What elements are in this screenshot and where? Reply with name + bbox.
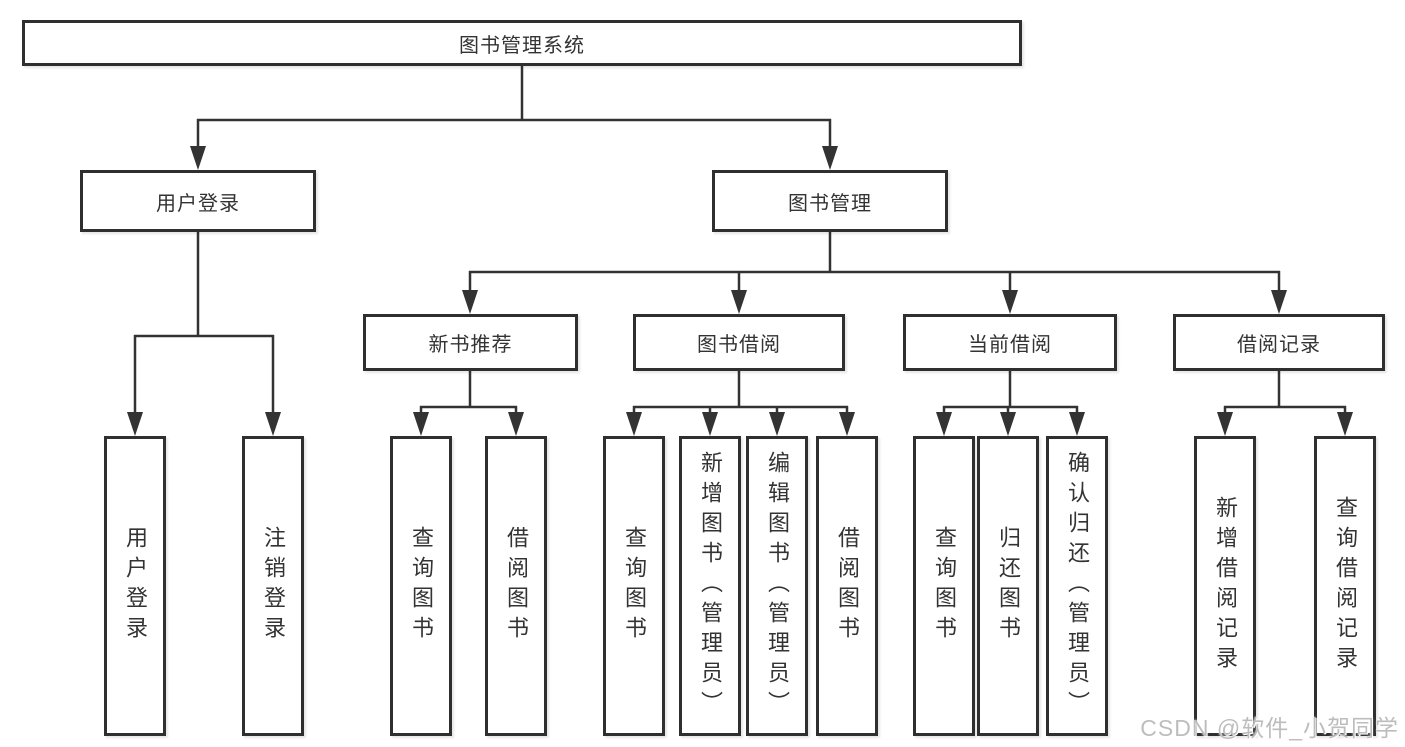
connector-root-to-level2 bbox=[190, 66, 838, 170]
leaf-query-books-2-label: 查询图书 bbox=[622, 526, 647, 646]
node-current-borrow: 当前借阅 bbox=[903, 314, 1117, 371]
arrowhead bbox=[1000, 412, 1016, 436]
node-user-login-label: 用户登录 bbox=[156, 192, 240, 215]
arrowhead bbox=[1002, 290, 1018, 314]
arrowhead bbox=[626, 412, 642, 436]
node-borrow-records-label: 借阅记录 bbox=[1237, 334, 1321, 356]
node-current-borrow-label: 当前借阅 bbox=[968, 334, 1052, 356]
leaf-query-books-3-label: 查询图书 bbox=[932, 526, 957, 646]
connector-newbooks-to-leaves bbox=[413, 370, 524, 436]
node-book-mgmt-label: 图书管理 bbox=[788, 192, 872, 215]
arrowhead bbox=[1069, 412, 1085, 436]
node-book-mgmt: 图书管理 bbox=[712, 170, 948, 232]
leaf-user-login-label: 用户登录 bbox=[123, 526, 148, 646]
leaf-add-books-admin-label: 新增图书（管理员） bbox=[698, 451, 723, 721]
connector-bookmgmt-to-level3 bbox=[462, 231, 1287, 314]
leaf-edit-books-admin-label: 编辑图书（管理员） bbox=[765, 451, 790, 721]
node-book-borrow: 图书借阅 bbox=[633, 314, 845, 371]
arrowhead bbox=[413, 412, 429, 436]
node-book-borrow-label: 图书借阅 bbox=[697, 334, 781, 356]
leaf-return-books-label: 归还图书 bbox=[996, 526, 1021, 646]
leaf-user-login: 用户登录 bbox=[104, 436, 166, 736]
leaf-query-books-3: 查询图书 bbox=[913, 436, 975, 736]
arrowhead bbox=[190, 146, 206, 170]
node-user-login: 用户登录 bbox=[80, 170, 316, 232]
arrowhead bbox=[702, 412, 718, 436]
leaf-borrow-books-1: 借阅图书 bbox=[485, 436, 547, 736]
arrowhead bbox=[822, 146, 838, 170]
leaf-return-books: 归还图书 bbox=[977, 436, 1039, 736]
arrowhead bbox=[1217, 412, 1233, 436]
arrowhead bbox=[462, 290, 478, 314]
node-new-books: 新书推荐 bbox=[363, 314, 578, 371]
arrowhead bbox=[508, 412, 524, 436]
leaf-logout: 注销登录 bbox=[242, 436, 304, 736]
leaf-borrow-books-2: 借阅图书 bbox=[816, 436, 878, 736]
leaf-add-books-admin: 新增图书（管理员） bbox=[679, 436, 741, 736]
leaf-logout-label: 注销登录 bbox=[261, 526, 286, 646]
arrowhead bbox=[127, 412, 143, 436]
watermark: CSDN @软件_小贺同学 bbox=[1140, 715, 1399, 741]
arrowhead bbox=[1271, 290, 1287, 314]
leaf-add-borrow-record: 新增借阅记录 bbox=[1194, 436, 1256, 736]
arrowhead bbox=[936, 412, 952, 436]
leaf-query-books-2: 查询图书 bbox=[603, 436, 665, 736]
connector-records-to-leaves bbox=[1217, 370, 1353, 436]
arrowhead bbox=[769, 412, 785, 436]
arrowhead bbox=[731, 290, 747, 314]
leaf-edit-books-admin: 编辑图书（管理员） bbox=[746, 436, 808, 736]
node-root-label: 图书管理系统 bbox=[459, 34, 585, 57]
node-borrow-records: 借阅记录 bbox=[1173, 314, 1385, 371]
leaf-query-borrow-record-label: 查询借阅记录 bbox=[1333, 496, 1358, 676]
leaf-query-borrow-record: 查询借阅记录 bbox=[1314, 436, 1376, 736]
leaf-borrow-books-1-label: 借阅图书 bbox=[504, 526, 529, 646]
connector-currentborrow-to-leaves bbox=[936, 370, 1085, 436]
leaf-query-books-1: 查询图书 bbox=[390, 436, 452, 736]
leaf-add-borrow-record-label: 新增借阅记录 bbox=[1213, 496, 1238, 676]
leaf-borrow-books-2-label: 借阅图书 bbox=[835, 526, 860, 646]
node-root: 图书管理系统 bbox=[22, 20, 1022, 66]
arrowhead bbox=[1337, 412, 1353, 436]
leaf-query-books-1-label: 查询图书 bbox=[409, 526, 434, 646]
connector-userlogin-to-leaves bbox=[127, 231, 281, 436]
leaf-confirm-return-admin: 确认归还（管理员） bbox=[1046, 436, 1108, 736]
arrowhead bbox=[265, 412, 281, 436]
node-new-books-label: 新书推荐 bbox=[428, 334, 513, 356]
connector-bookborrow-to-leaves bbox=[626, 370, 855, 436]
arrowhead bbox=[839, 412, 855, 436]
leaf-confirm-return-admin-label: 确认归还（管理员） bbox=[1065, 451, 1090, 721]
